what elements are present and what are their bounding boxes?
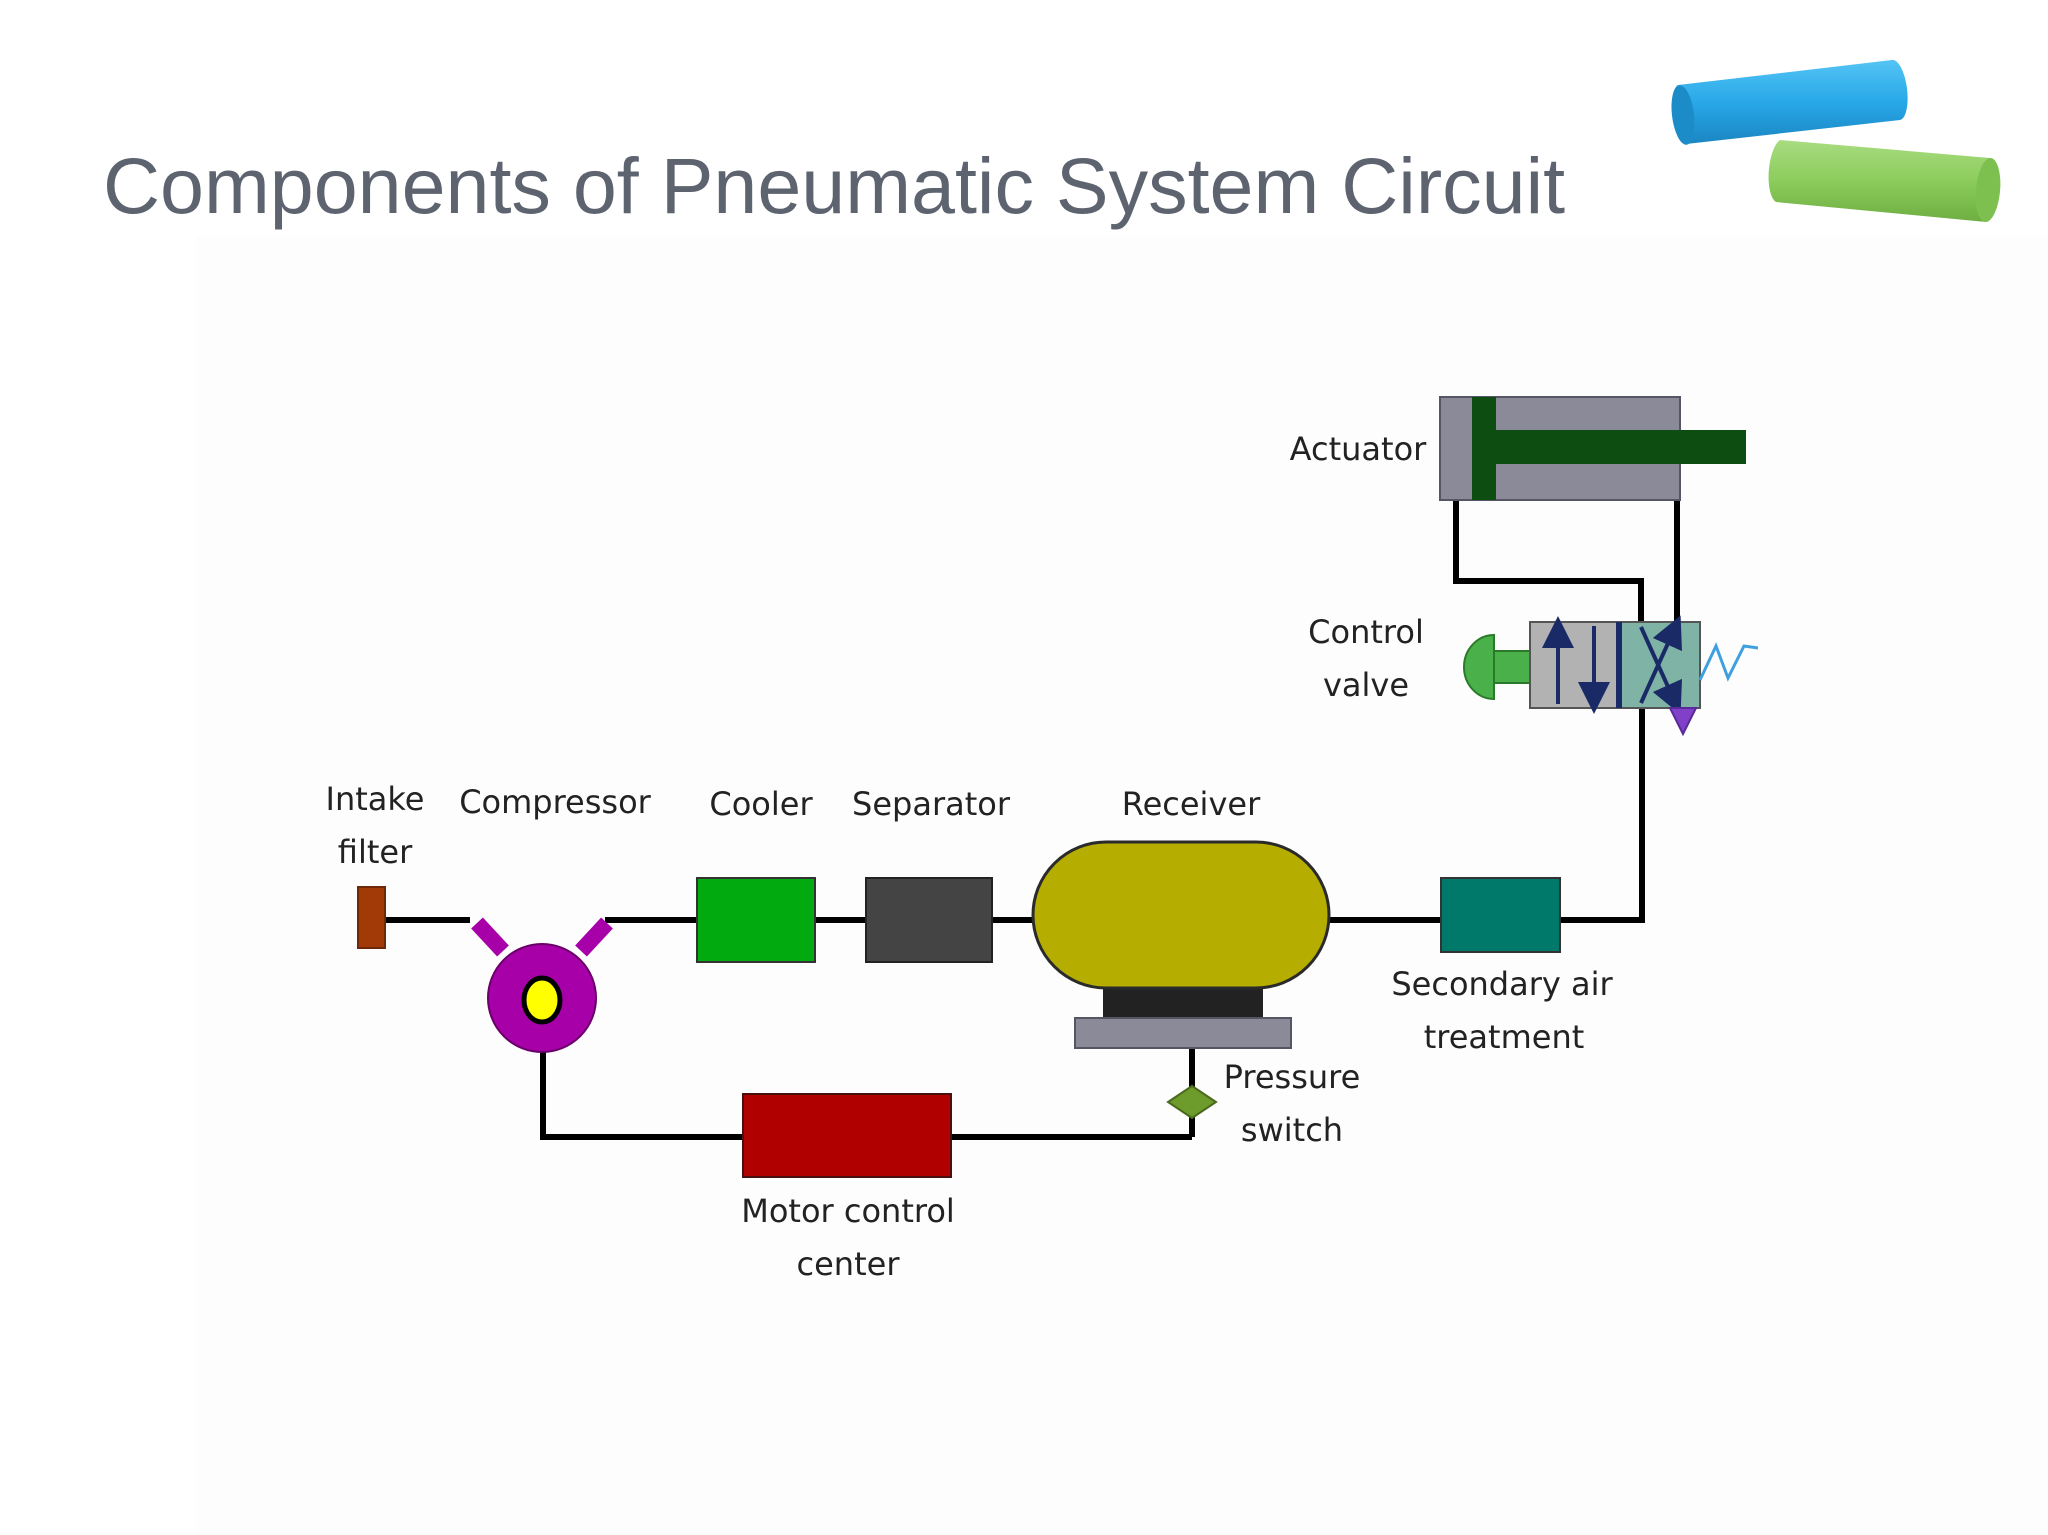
receiver-base (1103, 986, 1263, 1018)
compressor-symbol (471, 917, 613, 1053)
chalk-decoration (1671, 59, 2001, 222)
valve-push-button (1463, 633, 1495, 701)
motor-control-center-symbol (742, 1093, 952, 1178)
valve-exhaust-icon (1668, 707, 1698, 737)
line-secondary-valve (1560, 707, 1645, 923)
connection-lines (385, 500, 1680, 1140)
valve-spring-icon (1698, 642, 1759, 682)
receiver-plate (1074, 1017, 1292, 1049)
cooler-symbol (696, 877, 816, 963)
valve-divider (1616, 622, 1622, 708)
motor-control-center-label-line1: Motor control (741, 1192, 955, 1230)
intake-filter-label-line2: filter (338, 833, 413, 871)
line-valve-actuator-left (1453, 500, 1644, 622)
actuator-piston (1472, 397, 1496, 500)
secondary-air-treatment-label-line2: treatment (1424, 1018, 1585, 1056)
receiver-symbol (1031, 840, 1331, 1049)
actuator-symbol (1439, 396, 1746, 501)
actuator-rod (1496, 430, 1746, 464)
pressure-switch-label-line2: switch (1241, 1111, 1343, 1149)
valve-cross-b (1639, 615, 1682, 704)
compressor-label: Compressor (459, 783, 651, 821)
receiver-label: Receiver (1122, 785, 1261, 823)
control-valve-symbol (1463, 615, 1759, 737)
secondary-air-treatment-symbol (1440, 877, 1561, 953)
slide-title: Components of Pneumatic System Circuit (103, 141, 1566, 230)
control-valve-label-line1: Control (1308, 613, 1424, 651)
receiver-tank (1031, 840, 1331, 990)
separator-symbol (865, 877, 993, 963)
intake-filter-symbol (357, 886, 386, 949)
motor-control-center-label-line2: center (797, 1245, 901, 1283)
line-compressor-motor (540, 1048, 743, 1140)
pressure-switch-symbol (1166, 1084, 1218, 1120)
separator-label: Separator (852, 785, 1011, 823)
secondary-air-treatment-label-line1: Secondary air (1391, 965, 1613, 1003)
valve-button-stem (1493, 650, 1531, 684)
blue-chalk (1671, 59, 1908, 145)
control-valve-label-line2: valve (1323, 666, 1409, 704)
intake-filter-label-line1: Intake (326, 780, 425, 818)
pressure-switch-label-line1: Pressure (1224, 1058, 1361, 1096)
green-chalk (1768, 140, 2001, 222)
valve-left-block (1529, 621, 1621, 709)
actuator-label: Actuator (1290, 430, 1427, 468)
cooler-label: Cooler (709, 785, 813, 823)
